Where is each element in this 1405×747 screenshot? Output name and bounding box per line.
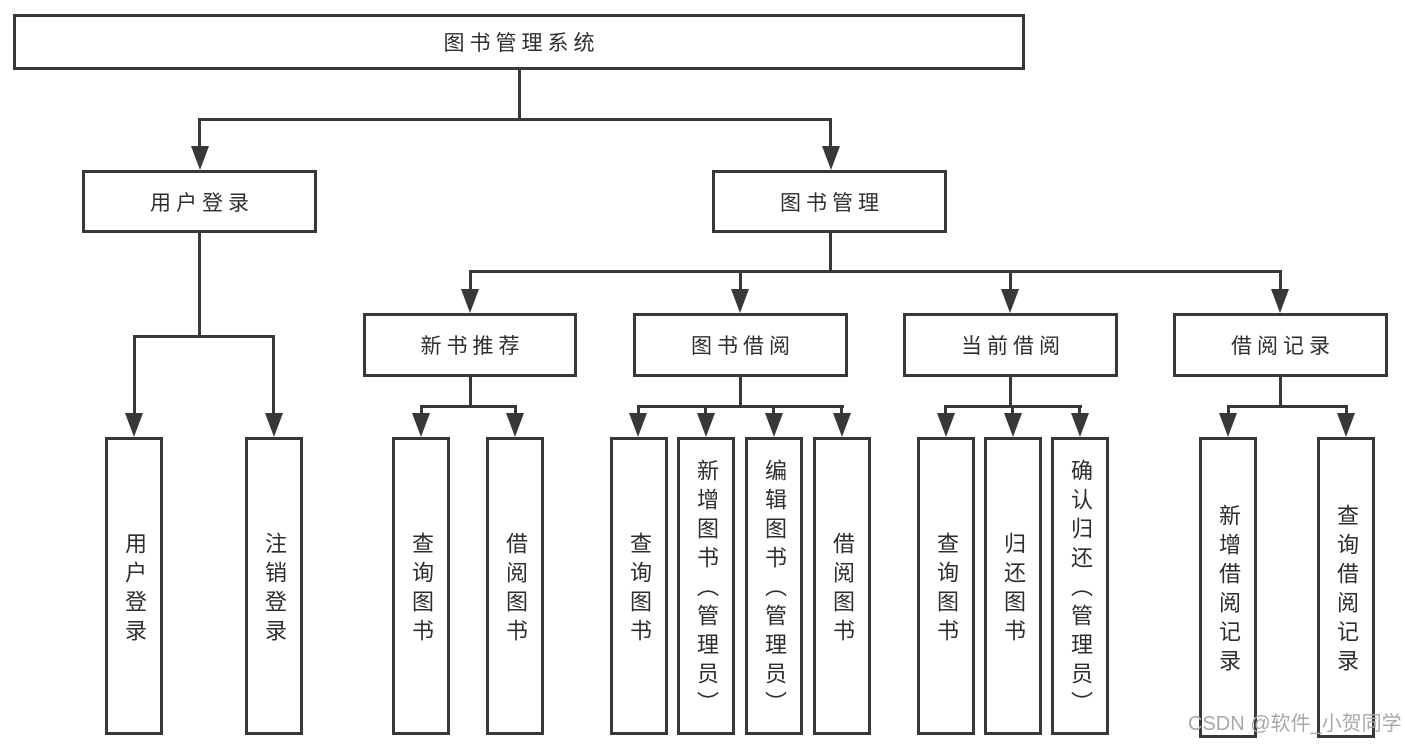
- node-label-user-login-op: 用户登录: [122, 531, 147, 648]
- node-label-logout-op: 注销登录: [262, 531, 287, 648]
- connector-line: [1279, 375, 1282, 408]
- arrowhead-down-icon: [412, 413, 430, 437]
- connector-line: [1009, 375, 1012, 408]
- arrowhead-down-icon: [191, 146, 209, 170]
- node-label-new-book-recommend: 新书推荐: [420, 335, 525, 358]
- connector-line: [1227, 405, 1230, 417]
- connector-line: [944, 405, 947, 417]
- node-current-borrow: 当前借阅: [903, 313, 1118, 377]
- arrowhead-down-icon: [833, 413, 851, 437]
- arrowhead-down-icon: [1271, 289, 1289, 313]
- connector-line: [840, 405, 843, 417]
- watermark: CSDN @软件_小贺同学: [1188, 713, 1402, 735]
- node-label-confirm-return-admin: 确认归还（管理员）: [1068, 459, 1093, 720]
- node-add-borrow-record: 新增借阅记录: [1199, 437, 1257, 738]
- arrowhead-down-icon: [937, 413, 955, 437]
- connector-line: [1345, 405, 1348, 417]
- connector-line: [637, 405, 640, 417]
- node-query-books-current: 查询图书: [917, 437, 975, 735]
- node-label-query-books-recommend: 查询图书: [409, 531, 434, 648]
- connector-line: [198, 118, 201, 150]
- connector-line: [469, 270, 472, 294]
- node-label-borrow-books-borrow: 借阅图书: [830, 531, 855, 648]
- arrowhead-down-icon: [765, 413, 783, 437]
- arrowhead-down-icon: [697, 413, 715, 437]
- node-label-root: 图书管理系统: [443, 32, 600, 55]
- node-borrow-books-borrow: 借阅图书: [813, 437, 871, 735]
- node-query-books-borrow: 查询图书: [610, 437, 668, 735]
- connector-line: [739, 270, 742, 294]
- node-label-query-borrow-record: 查询借阅记录: [1334, 504, 1359, 678]
- arrowhead-down-icon: [731, 289, 749, 313]
- node-book-borrow: 图书借阅: [633, 313, 848, 377]
- connector-line: [772, 405, 775, 417]
- node-label-borrow-books-recommend: 借阅图书: [503, 531, 528, 648]
- node-label-add-books-admin: 新增图书（管理员）: [694, 459, 719, 720]
- arrowhead-down-icon: [822, 146, 840, 170]
- node-label-borrow-records: 借阅记录: [1231, 335, 1335, 358]
- node-label-book-management: 图书管理: [780, 191, 884, 215]
- connector-line: [1279, 270, 1282, 294]
- connector-line: [1009, 270, 1012, 294]
- arrowhead-down-icon: [506, 413, 524, 437]
- connector-line: [133, 335, 275, 338]
- connector-line: [420, 405, 423, 417]
- connector-line: [133, 335, 136, 417]
- node-logout-op: 注销登录: [245, 437, 303, 735]
- connector-line: [514, 405, 517, 417]
- node-root: 图书管理系统: [13, 14, 1025, 70]
- arrowhead-down-icon: [1001, 289, 1019, 313]
- node-add-books-admin: 新增图书（管理员）: [677, 437, 735, 735]
- connector-line: [518, 67, 521, 120]
- connector-line: [637, 405, 844, 408]
- connector-line: [1011, 405, 1014, 417]
- node-user-login: 用户登录: [82, 170, 317, 233]
- arrowhead-down-icon: [1337, 413, 1355, 437]
- node-label-current-borrow: 当前借阅: [961, 335, 1065, 358]
- node-label-return-books: 归还图书: [1001, 531, 1026, 648]
- arrowhead-down-icon: [125, 413, 143, 437]
- node-user-login-op: 用户登录: [105, 437, 163, 735]
- connector-line: [829, 118, 832, 150]
- node-edit-books-admin: 编辑图书（管理员）: [745, 437, 803, 735]
- connector-line: [1078, 405, 1081, 417]
- node-new-book-recommend: 新书推荐: [363, 313, 577, 377]
- arrowhead-down-icon: [629, 413, 647, 437]
- arrowhead-down-icon: [1004, 413, 1022, 437]
- arrowhead-down-icon: [1071, 413, 1089, 437]
- node-return-books: 归还图书: [984, 437, 1042, 735]
- connector-line: [1227, 405, 1348, 408]
- connector-line: [739, 375, 742, 408]
- connector-line: [469, 375, 472, 408]
- connector-line: [704, 405, 707, 417]
- node-label-edit-books-admin: 编辑图书（管理员）: [762, 459, 787, 720]
- node-borrow-books-recommend: 借阅图书: [486, 437, 544, 735]
- arrowhead-down-icon: [1219, 413, 1237, 437]
- node-label-book-borrow: 图书借阅: [691, 335, 795, 358]
- node-label-add-borrow-record: 新增借阅记录: [1216, 504, 1241, 678]
- connector-line: [420, 405, 517, 408]
- connector-line: [829, 231, 832, 273]
- node-label-user-login: 用户登录: [150, 191, 254, 215]
- node-borrow-records: 借阅记录: [1173, 313, 1388, 377]
- connector-line: [198, 118, 832, 121]
- node-label-query-books-borrow: 查询图书: [627, 531, 652, 648]
- connector-line: [469, 270, 1282, 273]
- connector-line: [198, 231, 201, 337]
- arrowhead-down-icon: [265, 413, 283, 437]
- node-query-books-recommend: 查询图书: [392, 437, 450, 735]
- node-label-query-books-current: 查询图书: [934, 531, 959, 648]
- arrowhead-down-icon: [461, 289, 479, 313]
- node-query-borrow-record: 查询借阅记录: [1317, 437, 1375, 738]
- connector-line: [272, 335, 275, 417]
- node-confirm-return-admin: 确认归还（管理员）: [1051, 437, 1109, 735]
- node-book-management: 图书管理: [712, 170, 947, 233]
